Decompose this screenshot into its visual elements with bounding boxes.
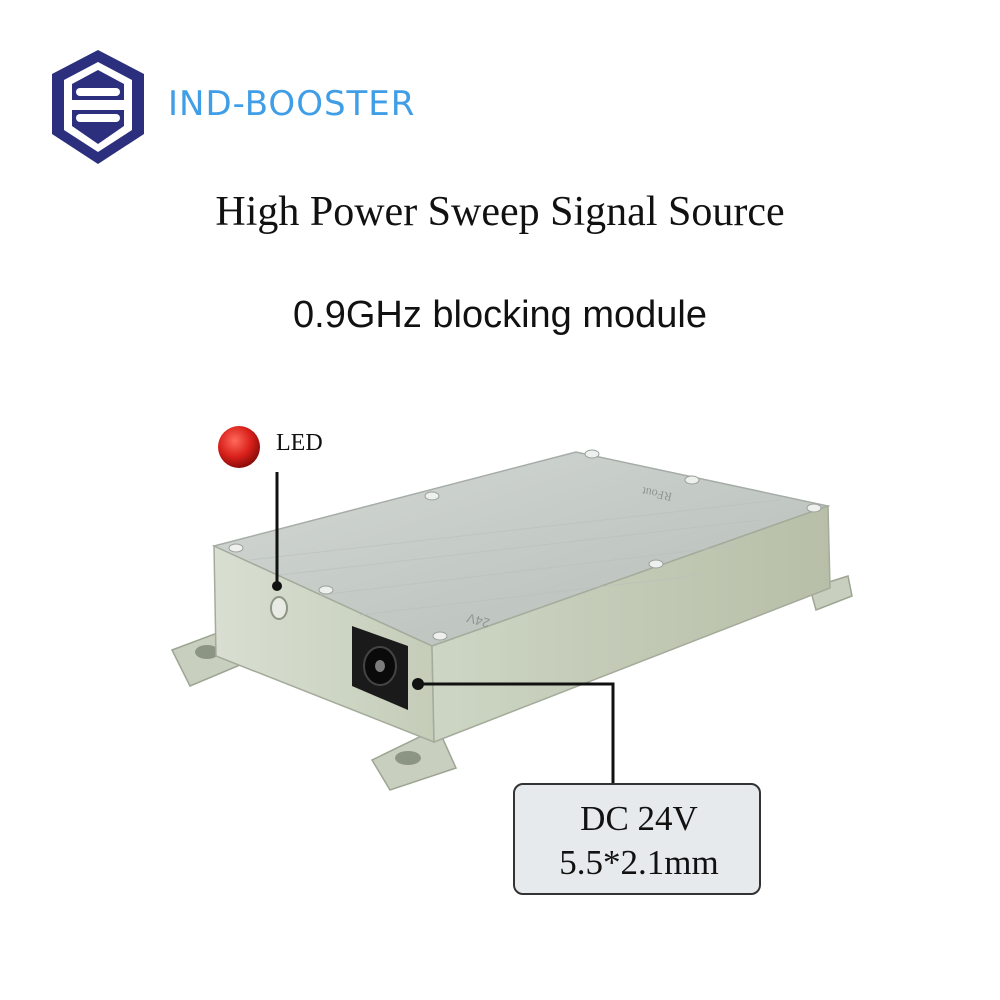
product-illustration: RFout 24V [170,426,853,791]
brand-name: IND-BOOSTER [168,84,416,124]
dc-voltage-label: DC 24V [580,799,698,838]
screws [228,449,822,641]
dc-leader-line [418,682,615,784]
page-subtitle: 0.9GHz blocking module [293,294,707,336]
led-hole [270,596,288,620]
mounting-flange-right [809,575,853,612]
voltage-marking: 24V [465,610,492,631]
led-label: LED [276,430,323,456]
dc-connector-label: 5.5*2.1mm [559,843,719,882]
led-indicator-icon [218,426,260,468]
brand-logo [52,50,144,164]
rf-out-marking: RFout [640,484,673,504]
dc-spec-callout: DC 24V 5.5*2.1mm [513,783,761,895]
page-title: High Power Sweep Signal Source [215,189,785,235]
